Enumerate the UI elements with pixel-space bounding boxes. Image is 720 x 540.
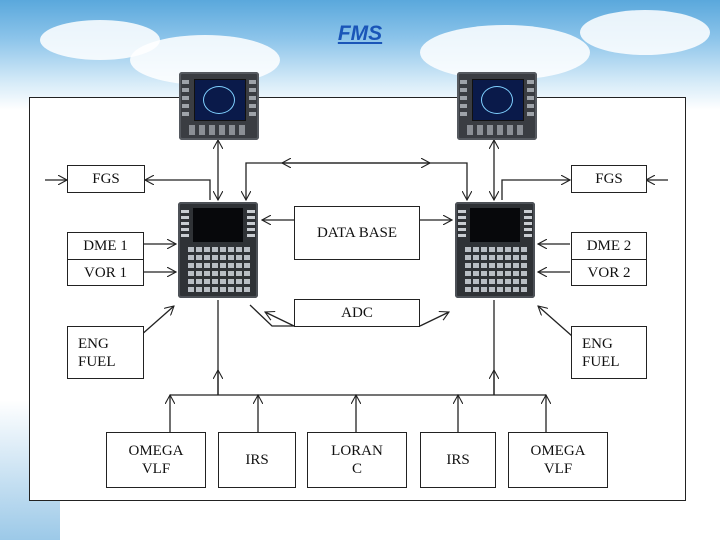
dme-vor-box-left: DME 1 VOR 1 xyxy=(67,232,144,286)
display-unit-right xyxy=(457,72,537,140)
dme-vor-box-right: DME 2 VOR 2 xyxy=(571,232,647,286)
bezel-buttons xyxy=(249,80,256,118)
vor1-label: VOR 1 xyxy=(68,259,143,286)
line-select-keys xyxy=(524,210,532,240)
knob-row xyxy=(189,125,249,135)
cdu-keypad xyxy=(186,247,250,293)
cdu-screen xyxy=(193,208,243,242)
knob-row xyxy=(467,125,527,135)
irs-box-right: IRS xyxy=(420,432,496,488)
line-select-keys xyxy=(247,210,255,240)
irs-box-left: IRS xyxy=(218,432,296,488)
cloud xyxy=(420,25,590,80)
line-select-keys xyxy=(458,210,466,240)
display-screen xyxy=(472,79,524,121)
eng-fuel-box-right: ENG FUEL xyxy=(571,326,647,379)
cloud xyxy=(580,10,710,55)
dme2-label: DME 2 xyxy=(586,237,632,254)
line-select-keys xyxy=(181,210,189,240)
omega-vlf-box-right: OMEGA VLF xyxy=(508,432,608,488)
fgs-box-right: FGS xyxy=(571,165,647,193)
loran-c-box: LORAN C xyxy=(307,432,407,488)
omega-vlf-box-left: OMEGA VLF xyxy=(106,432,206,488)
dme1-label: DME 1 xyxy=(83,237,128,254)
adc-box: ADC xyxy=(294,299,420,327)
display-screen xyxy=(194,79,246,121)
bezel-buttons xyxy=(527,80,534,118)
page-title: FMS xyxy=(337,22,383,45)
cdu-left xyxy=(178,202,258,298)
cdu-screen xyxy=(470,208,520,242)
database-box: DATA BASE xyxy=(294,206,420,260)
vor2-label: VOR 2 xyxy=(572,259,646,286)
bezel-buttons xyxy=(182,80,189,118)
cdu-keypad xyxy=(463,247,527,293)
bezel-buttons xyxy=(460,80,467,118)
display-unit-left xyxy=(179,72,259,140)
cdu-right xyxy=(455,202,535,298)
eng-fuel-box-left: ENG FUEL xyxy=(67,326,144,379)
fgs-box-left: FGS xyxy=(67,165,145,193)
